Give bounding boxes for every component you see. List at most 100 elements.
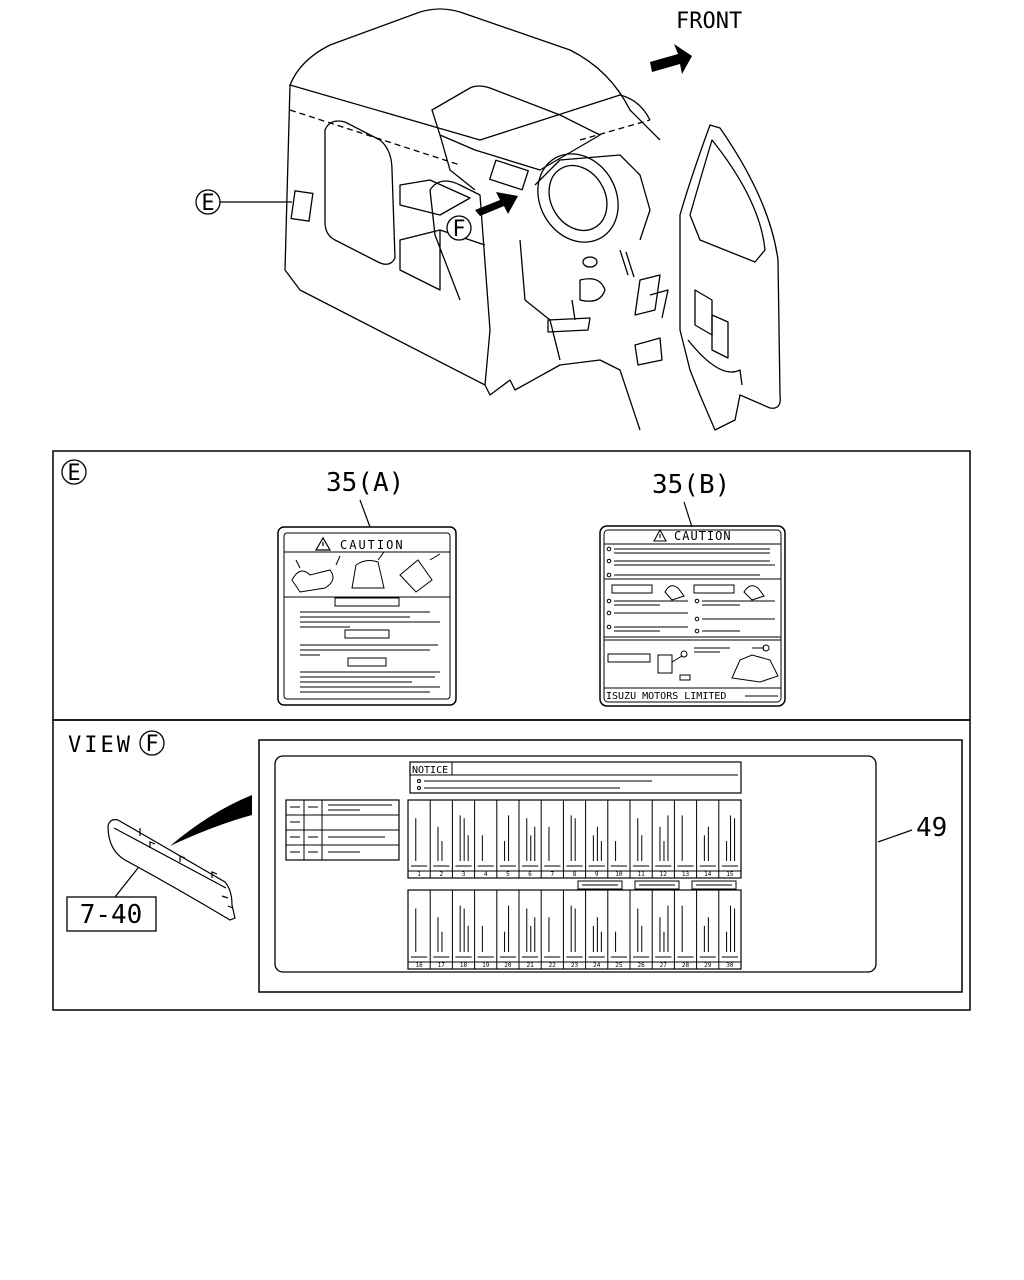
fuse-number: 23 bbox=[571, 962, 579, 969]
label-location-e bbox=[290, 190, 314, 222]
fuse-number: 15 bbox=[726, 871, 734, 878]
view-f-heading: VIEW F bbox=[68, 730, 165, 758]
label-35a[interactable]: 35(A) CAUTION bbox=[277, 468, 457, 706]
callout-f-text: F bbox=[452, 217, 465, 242]
fuse-slot-29: 29 bbox=[696, 890, 719, 969]
front-label: FRONT bbox=[676, 9, 742, 34]
callout-f[interactable]: F bbox=[446, 192, 518, 242]
fuse-slot-22: 22 bbox=[540, 890, 564, 969]
fuse-number: 20 bbox=[504, 962, 512, 969]
fuse-slot-4: 4 bbox=[474, 800, 497, 878]
fuse-number: 19 bbox=[482, 962, 490, 969]
fuse-slot-23: 23 bbox=[562, 890, 586, 969]
callout-e[interactable]: E bbox=[195, 189, 292, 216]
fuse-slot-3: 3 bbox=[451, 800, 475, 878]
fuse-slot-6: 6 bbox=[518, 800, 542, 878]
fuse-slot-8: 8 bbox=[562, 800, 586, 878]
cab-illustration bbox=[284, 8, 781, 431]
part-7-40[interactable]: 7-40 bbox=[66, 867, 157, 932]
fuse-slot-1: 1 bbox=[408, 818, 431, 878]
view-f-arrow-icon bbox=[475, 192, 518, 216]
fuse-number: 9 bbox=[595, 871, 599, 878]
cover-part-no: 7-40 bbox=[80, 900, 143, 930]
fuse-slot-14: 14 bbox=[696, 800, 719, 878]
fuse-slot-26: 26 bbox=[629, 890, 653, 969]
fuse-slot-20: 20 bbox=[496, 890, 519, 969]
label-35b[interactable]: 35(B) CAUTION bbox=[599, 470, 786, 707]
fuse-slot-27: 27 bbox=[651, 890, 675, 969]
fuse-slot-16: 16 bbox=[408, 908, 431, 969]
fuse-number: 22 bbox=[549, 962, 557, 969]
fuse-slot-17: 17 bbox=[429, 890, 453, 969]
fuse-number: 10 bbox=[615, 871, 623, 878]
fuse-number: 26 bbox=[637, 962, 645, 969]
fuse-slot-25: 25 bbox=[607, 890, 630, 969]
callout-e-text: E bbox=[201, 191, 214, 216]
fuse-slot-28: 28 bbox=[673, 890, 697, 969]
fuse-number: 28 bbox=[682, 962, 690, 969]
caution-triangle-icon bbox=[653, 528, 667, 542]
panel-e-frame bbox=[52, 450, 971, 721]
fuse-number: 27 bbox=[660, 962, 668, 969]
fuse-slot-24: 24 bbox=[585, 890, 608, 969]
leader-wedge bbox=[170, 795, 252, 846]
panel-e-marker: E bbox=[61, 459, 87, 486]
machine-icon bbox=[731, 644, 779, 683]
panel-e-circle-text: E bbox=[67, 461, 80, 486]
fuse-number: 3 bbox=[462, 871, 466, 878]
fuse-number: 24 bbox=[593, 962, 601, 969]
label-35b-part-no: 35(B) bbox=[652, 470, 730, 500]
fuse-number: 12 bbox=[660, 871, 668, 878]
fuse-slot-15: 15 bbox=[718, 800, 741, 878]
fuse-slot-10: 10 bbox=[607, 800, 630, 878]
fuse-number: 21 bbox=[526, 962, 534, 969]
label-35a-caution: CAUTION bbox=[340, 538, 405, 552]
panel-f-frame bbox=[52, 719, 971, 1011]
fuse-number: 29 bbox=[704, 962, 712, 969]
fuse-number: 8 bbox=[573, 871, 577, 878]
fuse-number: 18 bbox=[460, 962, 468, 969]
fuse-number: 17 bbox=[438, 962, 446, 969]
fuse-number: 25 bbox=[615, 962, 623, 969]
door-icon bbox=[399, 553, 441, 593]
fuse-number: 6 bbox=[528, 871, 532, 878]
label-part-no-49: 49 bbox=[916, 813, 947, 843]
fuse-number: 30 bbox=[726, 962, 734, 969]
hand-warning-icon bbox=[664, 585, 765, 601]
fuse-number: 14 bbox=[704, 871, 712, 878]
view-f-circle-text: F bbox=[145, 732, 158, 757]
fuse-slot-13: 13 bbox=[673, 800, 697, 878]
fuse-label-frame bbox=[258, 739, 963, 993]
notice-title: NOTICE bbox=[412, 765, 448, 776]
front-arrow-icon bbox=[650, 44, 692, 74]
front-indicator: FRONT bbox=[650, 9, 742, 74]
crane-operation-icon bbox=[291, 555, 341, 593]
label-35b-caution: CAUTION bbox=[674, 529, 732, 543]
fuse-slot-5: 5 bbox=[496, 800, 519, 878]
fuse-slot-7: 7 bbox=[540, 800, 564, 878]
fuse-number: 1 bbox=[417, 871, 421, 878]
fuse-slot-11: 11 bbox=[629, 800, 653, 878]
fuse-number: 5 bbox=[506, 871, 510, 878]
view-label: VIEW bbox=[68, 733, 133, 758]
fuse-number: 16 bbox=[415, 962, 423, 969]
fuse-slot-19: 19 bbox=[474, 890, 497, 969]
caution-triangle-icon bbox=[314, 536, 332, 551]
fuse-slot-30: 30 bbox=[718, 890, 741, 969]
fuse-number: 4 bbox=[484, 871, 488, 878]
fuse-slot-21: 21 bbox=[518, 890, 542, 969]
fuse-number: 11 bbox=[637, 871, 645, 878]
fuse-row-bottom: 16 17 18 19 20 21 22 23 24 25 26 27 28 29 30 bbox=[407, 889, 742, 970]
fuse-slot-18: 18 bbox=[451, 890, 475, 969]
fuse-slot-2: 2 bbox=[429, 800, 453, 878]
fuse-number: 7 bbox=[550, 871, 554, 878]
label-35a-part-no: 35(A) bbox=[326, 468, 404, 498]
fuse-number: 2 bbox=[439, 871, 443, 878]
lever-icon bbox=[657, 650, 691, 681]
fuse-slot-12: 12 bbox=[651, 800, 675, 878]
cover-panel[interactable] bbox=[107, 819, 236, 921]
spare-fuse-slots bbox=[577, 880, 737, 890]
